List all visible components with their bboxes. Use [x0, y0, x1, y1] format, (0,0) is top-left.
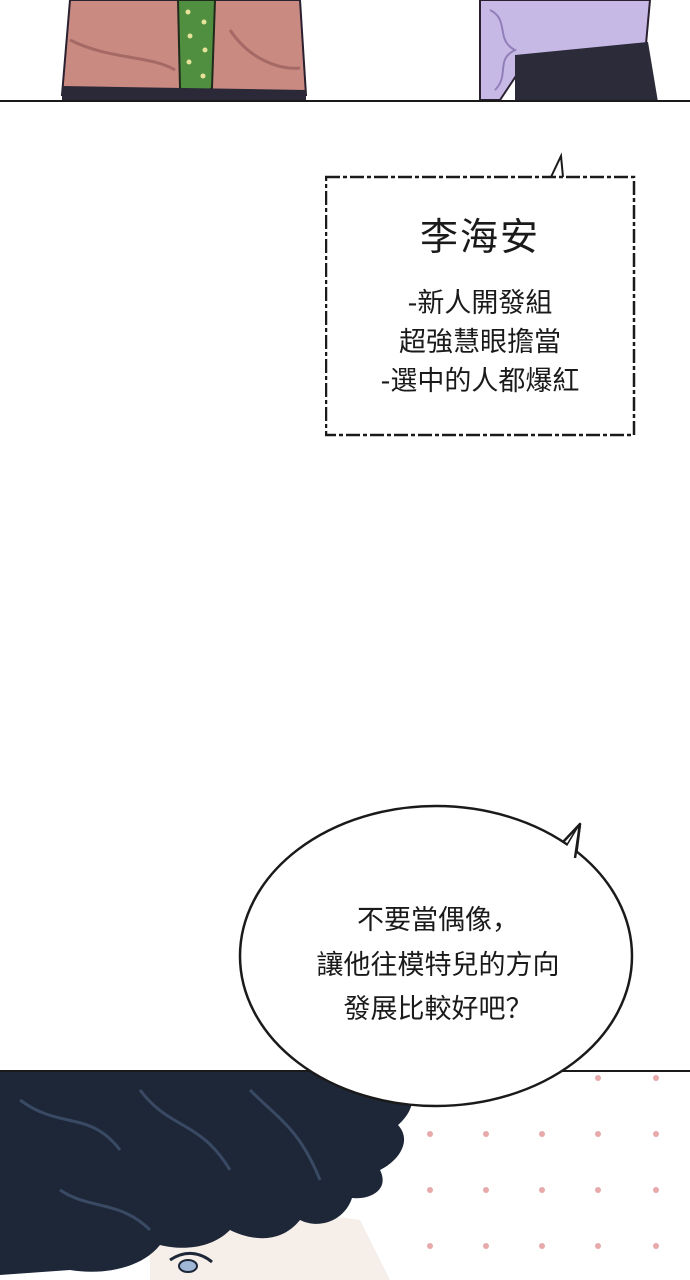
caption-frame	[325, 152, 636, 437]
speech-bubble-shape	[238, 804, 634, 1108]
speech-bubble: 不要當偶像， 讓他往模特兒的方向 發展比較好吧？	[238, 800, 638, 1120]
speech-line-1: 不要當偶像，	[357, 905, 519, 936]
top-panel	[0, 0, 690, 102]
character-caption-box: 李海安 -新人開發組 超強慧眼擔當 -選中的人都爆紅	[325, 152, 636, 437]
speech-line-2: 讓他往模特兒的方向	[316, 950, 560, 981]
caption-line-role: 超強慧眼擔當	[399, 327, 561, 358]
bottom-panel	[0, 1070, 690, 1280]
caption-line-team: -新人開發組	[407, 288, 553, 319]
top-panel-art	[0, 0, 690, 102]
speech-line-3: 發展比較好吧？	[343, 994, 533, 1025]
caption-line-trait: -選中的人都爆紅	[380, 366, 580, 397]
caption-text: 李海安 -新人開發組 超強慧眼擔當 -選中的人都爆紅	[325, 176, 635, 436]
character-name: 李海安	[419, 215, 540, 259]
bottom-panel-art	[0, 1070, 690, 1280]
